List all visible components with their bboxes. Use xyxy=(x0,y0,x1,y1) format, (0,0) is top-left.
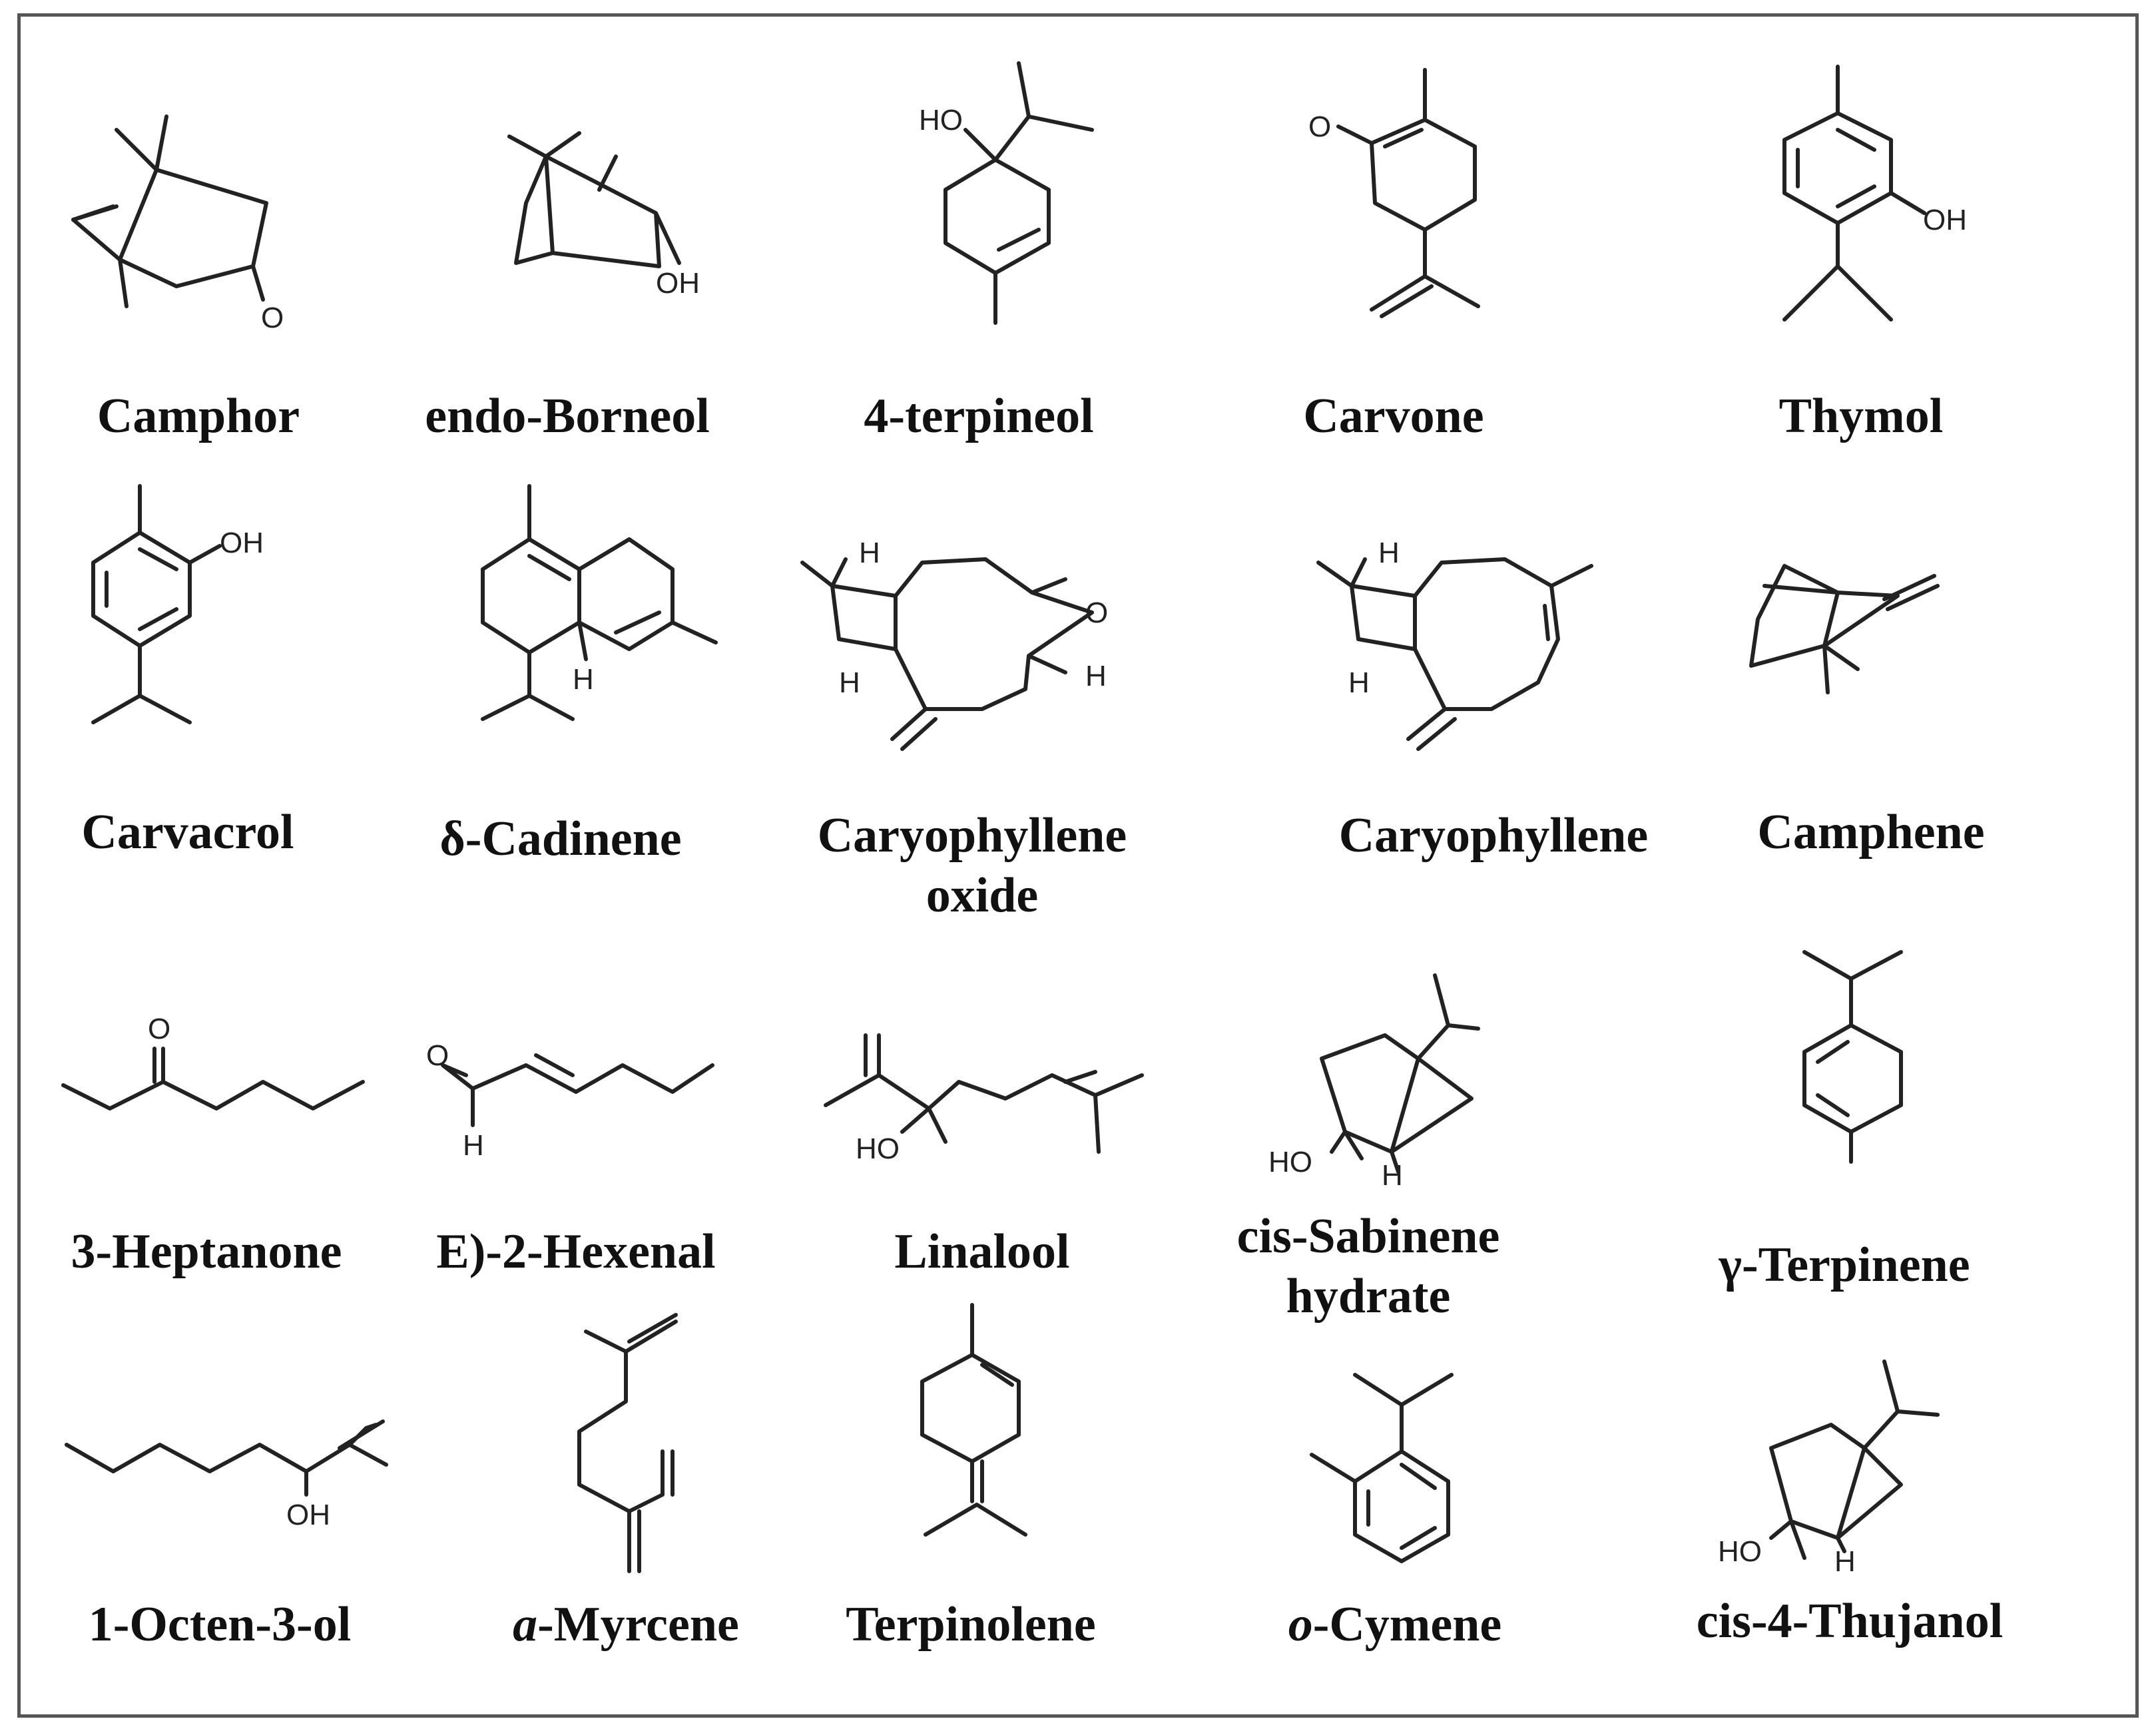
compound-name-cymene: o-Cymene xyxy=(1288,1595,1502,1654)
camphene-structure xyxy=(1749,564,1940,694)
name-suffix: -Cymene xyxy=(1312,1597,1502,1652)
atom-label: OH xyxy=(1923,204,1967,236)
atom-label: O xyxy=(148,1013,170,1045)
name-suffix: -Cadinene xyxy=(465,812,682,866)
compound-name-thymol: Thymol xyxy=(1778,389,1944,443)
atom-label: HO xyxy=(856,1132,900,1165)
compound-name-octenol: 1-Octen-3-ol xyxy=(88,1597,352,1652)
compound-name-carvone: Carvone xyxy=(1303,389,1484,443)
compound-name-heptanone: 3-Heptanone xyxy=(71,1224,342,1279)
compound-name-terpinene: γ-Terpinene xyxy=(1719,1235,1970,1295)
atom-label: O xyxy=(426,1039,449,1072)
linalool-structure: HO xyxy=(824,1033,1144,1165)
caryophyllene-structure: H H xyxy=(1316,537,1593,751)
atom-label: OH xyxy=(220,527,264,559)
compound-name-borneol: endo-Borneol xyxy=(425,389,710,443)
terpinene-structure xyxy=(1802,950,1903,1164)
compound-name-thujanol: cis-4-Thujanol xyxy=(1696,1594,2004,1648)
atom-label: H xyxy=(1834,1545,1856,1578)
carvacrol-structure: OH xyxy=(91,484,264,724)
camphor-structure: O xyxy=(71,115,284,334)
atom-label: H xyxy=(463,1129,484,1162)
figure-frame xyxy=(17,13,2139,1718)
carvone-structure: O xyxy=(1308,68,1480,318)
compound-name-terpineol: 4-terpineol xyxy=(864,389,1094,443)
compound-name-hexenal: E)-2-Hexenal xyxy=(436,1224,716,1279)
compound-name-camphor: Camphor xyxy=(97,389,300,443)
terpinolene-structure xyxy=(920,1303,1027,1537)
compound-name-sabinene: cis-Sabinene xyxy=(1236,1209,1500,1264)
octenol-structure: OH xyxy=(65,1419,388,1531)
caryoxide-structure: H H O H xyxy=(800,537,1108,751)
cymene-structure xyxy=(1310,1373,1454,1563)
atom-label: H xyxy=(839,666,860,699)
atom-label: O xyxy=(1308,111,1331,143)
atom-label: OH xyxy=(656,267,700,300)
atom-label: H xyxy=(573,663,594,696)
atom-label: HO xyxy=(1268,1146,1312,1178)
cadinene-structure: H xyxy=(481,484,718,721)
terpineol-structure: HO xyxy=(919,61,1094,325)
hexenal-structure: O H xyxy=(426,1039,714,1162)
sabinene-structure: HO H xyxy=(1268,973,1480,1192)
atom-label: OH xyxy=(286,1499,330,1531)
atom-label: H xyxy=(859,537,880,569)
compound-name-carvacrol: Carvacrol xyxy=(81,805,294,860)
atom-label: H xyxy=(1382,1159,1403,1192)
atom-label: HO xyxy=(919,104,963,136)
atom-label: H xyxy=(1348,666,1370,699)
name-suffix: -Myrcene xyxy=(537,1597,739,1652)
compound-name-sabinene-line2: hydrate xyxy=(1286,1269,1451,1324)
compound-name-myrcene: a-Myrcene xyxy=(513,1595,739,1654)
name-suffix: -Terpinene xyxy=(1742,1238,1970,1292)
atom-label: HO xyxy=(1718,1535,1762,1568)
italic-prefix: o xyxy=(1288,1597,1313,1652)
atom-label: H xyxy=(1085,660,1107,692)
myrcene-structure xyxy=(577,1313,678,1573)
atom-label: H xyxy=(1378,537,1400,569)
heptanone-structure: O xyxy=(61,1013,365,1111)
atom-label: O xyxy=(1085,597,1108,629)
compound-name-terpinolene: Terpinolene xyxy=(846,1597,1096,1652)
italic-prefix: a xyxy=(513,1597,538,1652)
greek-prefix: δ xyxy=(439,812,465,866)
compound-name-linalool: Linalool xyxy=(894,1224,1070,1279)
compound-name-cadinene: δ-Cadinene xyxy=(439,809,681,869)
compound-name-caryoxide-line2: oxide xyxy=(926,868,1039,923)
greek-prefix: γ xyxy=(1719,1238,1742,1292)
atom-label: O xyxy=(261,302,284,334)
thymol-structure: OH xyxy=(1782,65,1967,322)
borneol-structure: OH xyxy=(507,131,700,300)
thujanol-structure: HO H xyxy=(1718,1360,1940,1578)
compound-name-caryophyllene: Caryophyllene xyxy=(1338,808,1649,863)
compound-name-caryoxide: Caryophyllene xyxy=(817,808,1127,863)
compound-name-camphene: Camphene xyxy=(1757,805,1985,860)
